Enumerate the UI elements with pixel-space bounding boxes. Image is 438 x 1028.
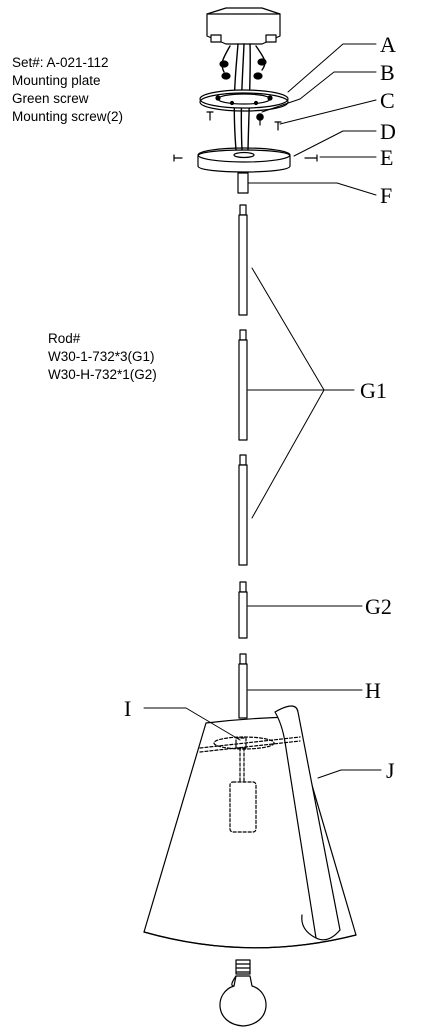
callout-g1: G1 — [360, 378, 387, 403]
rod-segment-g1-middle — [238, 329, 248, 441]
wire-connectors — [219, 58, 267, 80]
mounting-screw-right — [274, 121, 282, 131]
parts-note-line: Mounting plate — [12, 73, 101, 88]
rod-segment-g1-top — [238, 204, 248, 316]
callout-d: D — [380, 119, 396, 144]
canopy-side-screw-left — [173, 154, 183, 162]
leader-lines — [143, 43, 382, 779]
callout-j: J — [386, 758, 395, 783]
mounting-screw-left — [206, 111, 214, 121]
rod-note: Rod# W30-1-732*3(G1) W30-H-732*1(G2) — [48, 330, 157, 384]
canopy-side-screw-right — [304, 154, 318, 162]
parts-note: Set#: A-021-112 Mounting plate Green scr… — [12, 54, 123, 126]
rod-segment-g2 — [238, 581, 248, 639]
light-bulb — [219, 959, 267, 1027]
callout-h: H — [365, 678, 381, 703]
rod-note-line: W30-H-732*1(G2) — [48, 367, 157, 382]
green-screw — [256, 113, 264, 126]
callout-e: E — [380, 145, 393, 170]
rod-segment-h — [238, 653, 248, 719]
parts-note-line: Green screw — [12, 91, 89, 106]
callout-c: C — [380, 88, 395, 113]
callout-b: B — [380, 60, 395, 85]
rod-note-line: Rod# — [48, 331, 81, 346]
callout-a: A — [380, 32, 396, 57]
lamp-socket-hidden — [199, 736, 301, 833]
parts-note-line: Set#: A-021-112 — [12, 55, 109, 70]
callout-g2: G2 — [365, 594, 392, 619]
junction-box — [206, 7, 281, 45]
callout-i: I — [124, 696, 131, 721]
rod-note-line: W30-1-732*3(G1) — [48, 349, 155, 364]
canopy — [197, 147, 291, 173]
rod-segment-g1-bottom — [238, 454, 248, 566]
rod-coupler — [237, 172, 249, 194]
mounting-plate — [199, 89, 289, 112]
parts-note-line: Mounting screw(2) — [12, 109, 124, 124]
callout-f: F — [380, 183, 392, 208]
